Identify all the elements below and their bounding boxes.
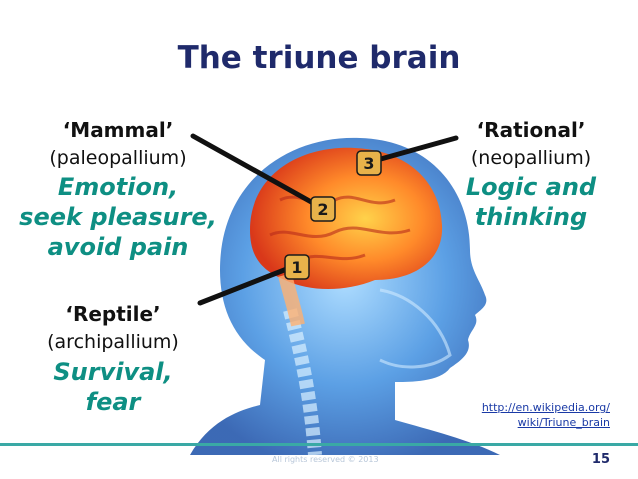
slide-title: The triune brain bbox=[177, 40, 461, 76]
rational-latin: (neopallium) bbox=[470, 147, 592, 169]
source-link-line[interactable]: http://en.wikipedia.org/ bbox=[481, 401, 610, 414]
mammal-label: ‘Mammal’ (paleopallium) bbox=[18, 116, 218, 172]
footer-divider bbox=[0, 443, 638, 446]
rational-trait-line: thinking bbox=[474, 203, 588, 231]
copyright-text: All rights reserved © 2013 bbox=[272, 455, 379, 464]
mammal-pointer-line bbox=[190, 133, 325, 211]
badge-2: 2 bbox=[310, 196, 336, 222]
brain-head-illustration bbox=[190, 137, 500, 455]
badge-1-number: 1 bbox=[291, 258, 302, 277]
reptile-name: ‘Reptile’ bbox=[65, 302, 161, 326]
badge-3-number: 3 bbox=[363, 154, 374, 173]
reptile-label: ‘Reptile’ (archipallium) bbox=[18, 300, 208, 356]
brainstem-shape bbox=[278, 273, 305, 327]
rational-trait-line: Logic and bbox=[465, 173, 597, 201]
mammal-trait-line: seek pleasure, bbox=[19, 203, 217, 231]
mammal-name: ‘Mammal’ bbox=[62, 118, 174, 142]
badge-3: 3 bbox=[356, 150, 382, 176]
mammal-traits: Emotion, seek pleasure, avoid pain bbox=[6, 172, 230, 262]
source-link-line[interactable]: wiki/Triune_brain bbox=[517, 416, 610, 429]
reptile-pointer-line bbox=[197, 262, 300, 306]
rational-label: ‘Rational’ (neopallium) bbox=[448, 116, 614, 172]
page-number: 15 bbox=[591, 452, 610, 467]
source-link[interactable]: http://en.wikipedia.org/ wiki/Triune_bra… bbox=[482, 400, 610, 430]
rational-traits: Logic and thinking bbox=[448, 172, 614, 232]
jaw-shape bbox=[379, 288, 452, 369]
rational-name: ‘Rational’ bbox=[476, 118, 586, 142]
mammal-latin: (paleopallium) bbox=[49, 147, 187, 169]
mammal-trait-line: avoid pain bbox=[47, 233, 189, 261]
reptile-trait-line: Survival, bbox=[53, 358, 173, 386]
badge-2-number: 2 bbox=[317, 200, 328, 219]
reptile-latin: (archipallium) bbox=[47, 331, 179, 353]
badge-1: 1 bbox=[284, 254, 310, 280]
mammal-trait-line: Emotion, bbox=[57, 173, 179, 201]
reptile-trait-line: fear bbox=[85, 388, 141, 416]
rational-pointer-line bbox=[367, 135, 459, 165]
reptile-traits: Survival, fear bbox=[18, 357, 208, 417]
brain-shape bbox=[250, 147, 443, 289]
